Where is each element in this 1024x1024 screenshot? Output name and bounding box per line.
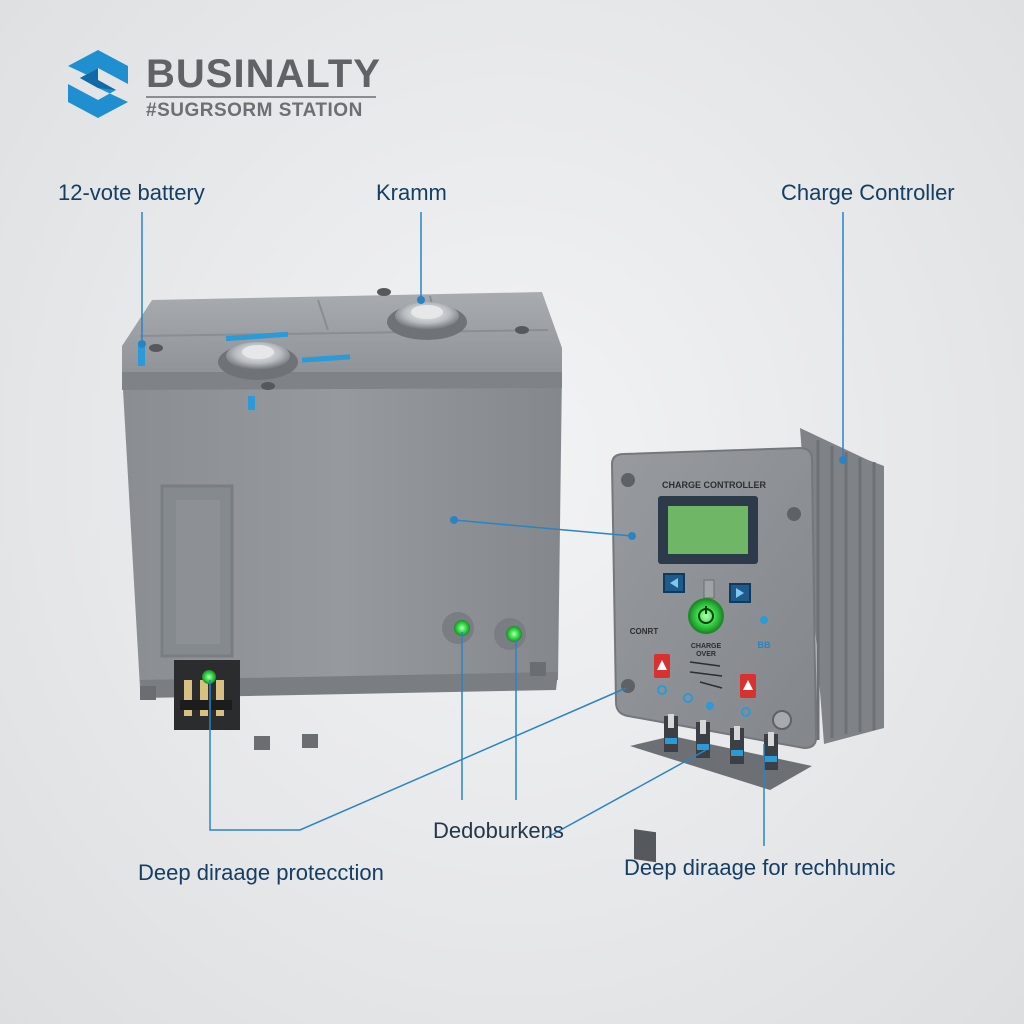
controller-lcd-display [658,496,758,564]
controller-warning-left [654,654,670,678]
controller-power-button [688,598,724,634]
battery-terminal-positive [218,342,298,380]
battery [122,288,562,750]
battery-indicator-right [494,618,526,650]
charge-controller [610,428,884,863]
controller-warning-right [740,674,756,698]
leader-protection [209,680,627,831]
battery-connector-block [174,660,240,730]
brand-divider [146,96,376,98]
brand-subtitle: #SUGRSORM STATION [146,100,363,121]
callout-buttons: Dedobu⁠rkens [433,818,564,843]
controller-panel-center-label-1: CHARGE [691,643,722,650]
brand-logo-icon [68,50,128,118]
controller-terminal-block [630,714,812,863]
leader-link [453,519,633,537]
leader-terminal-block [545,749,707,839]
brand-name: BUSINALTY [146,52,381,96]
battery-status-led [202,670,216,684]
leader-lines [141,212,844,846]
battery-indicator-left [442,612,474,644]
callout-terminal: Kramm [376,180,447,205]
controller-panel-left-label: CONRT [630,627,659,636]
callout-charge-controller: Charge Controller [781,180,955,205]
callout-battery: 12-vote battery [58,180,205,205]
brand-header: BUSINALTY #SUGRSORM STATION [58,44,398,124]
callout-deep-discharge: Deep diraage for rechhumic [624,855,896,880]
callout-deep-protection: Deep diraage protecction [138,860,384,885]
controller-panel-header: CHARGE CONTROLLER [662,480,766,490]
battery-terminal-negative [387,302,467,340]
controller-panel-center-label-2: OVER [696,651,716,658]
controller-panel-right-label: BB [758,640,771,650]
